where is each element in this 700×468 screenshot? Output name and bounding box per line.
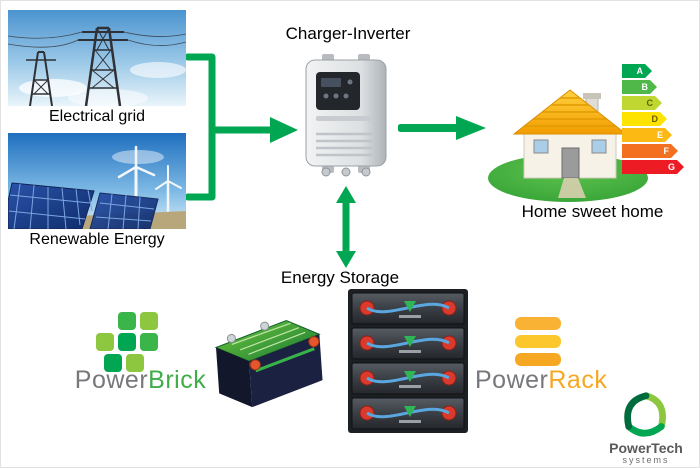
- rating-letter: B: [641, 82, 648, 92]
- powerrack-word-power: Power: [475, 366, 549, 394]
- powerbrick-square: [140, 333, 158, 351]
- powerrack-word-rack: Rack: [548, 366, 608, 394]
- powerrack-bar: [515, 335, 561, 348]
- solar-wind-illustration: [8, 133, 186, 229]
- powerbrick-wordmark: PowerBrick: [68, 366, 213, 395]
- powertech-brand: PowerTech systems: [596, 390, 696, 465]
- home-sweet-home-label: Home sweet home: [521, 202, 664, 221]
- battery-rack-illustration: [348, 289, 468, 433]
- rating-bar-g: G: [622, 160, 684, 174]
- rating-letter: E: [656, 130, 663, 140]
- rating-letter: G: [667, 162, 675, 172]
- powerbrick-word-power: Power: [74, 366, 149, 394]
- rating-letter: F: [663, 146, 669, 156]
- energy-storage-label: Energy Storage: [280, 268, 400, 287]
- powerbrick-square: [140, 312, 158, 330]
- powerrack-bar: [515, 353, 561, 366]
- inverter-device-illustration: [305, 54, 387, 177]
- battery-illustration: [214, 320, 323, 408]
- powertech-logo-mark: [624, 392, 666, 437]
- powerrack-wordmark: PowerRack: [475, 366, 608, 395]
- powerrack-image: [347, 288, 469, 434]
- powerbrick-battery-image: [203, 308, 331, 412]
- house-with-lawn-illustration: [488, 89, 648, 202]
- charger-inverter-label: Charger-Inverter: [285, 24, 411, 43]
- powerbrick-logo-mark: [96, 312, 166, 372]
- powerbrick-square: [118, 333, 136, 351]
- powertech-name: PowerTech: [609, 440, 683, 456]
- renewable-energy-label: Renewable Energy: [29, 231, 165, 248]
- renewable-energy-photo: [8, 133, 186, 229]
- inverter-storage-arrow: [335, 186, 357, 268]
- transmission-towers-illustration: [8, 10, 186, 106]
- rating-letter: A: [636, 66, 643, 76]
- powerrack-logo-mark: [515, 317, 563, 371]
- rating-bar-a: A: [622, 64, 652, 78]
- electrical-grid-photo: [8, 10, 186, 106]
- home-illustration: [486, 56, 656, 206]
- rating-bar-d: D: [622, 112, 667, 126]
- sources-to-inverter-arrow: [186, 48, 298, 218]
- rating-bar-c: C: [622, 96, 662, 110]
- powerbrick-word-brick: Brick: [148, 366, 207, 394]
- powertech-subtitle: systems: [622, 455, 670, 465]
- charger-inverter-image: [300, 52, 392, 178]
- powerbrick-square: [104, 354, 122, 372]
- powerbrick-square: [126, 354, 144, 372]
- electrical-grid-label: Electrical grid: [48, 108, 146, 125]
- powerbrick-square: [118, 312, 136, 330]
- rating-bar-e: E: [622, 128, 672, 142]
- rating-letter: C: [646, 98, 653, 108]
- powerrack-bar: [515, 317, 561, 330]
- inverter-to-home-arrow: [398, 114, 486, 142]
- rating-bar-b: B: [622, 80, 657, 94]
- energy-rating-scale: A B C D E F G: [622, 64, 684, 176]
- rating-bar-f: F: [622, 144, 678, 158]
- rating-letter: D: [651, 114, 658, 124]
- powerbrick-square: [96, 333, 114, 351]
